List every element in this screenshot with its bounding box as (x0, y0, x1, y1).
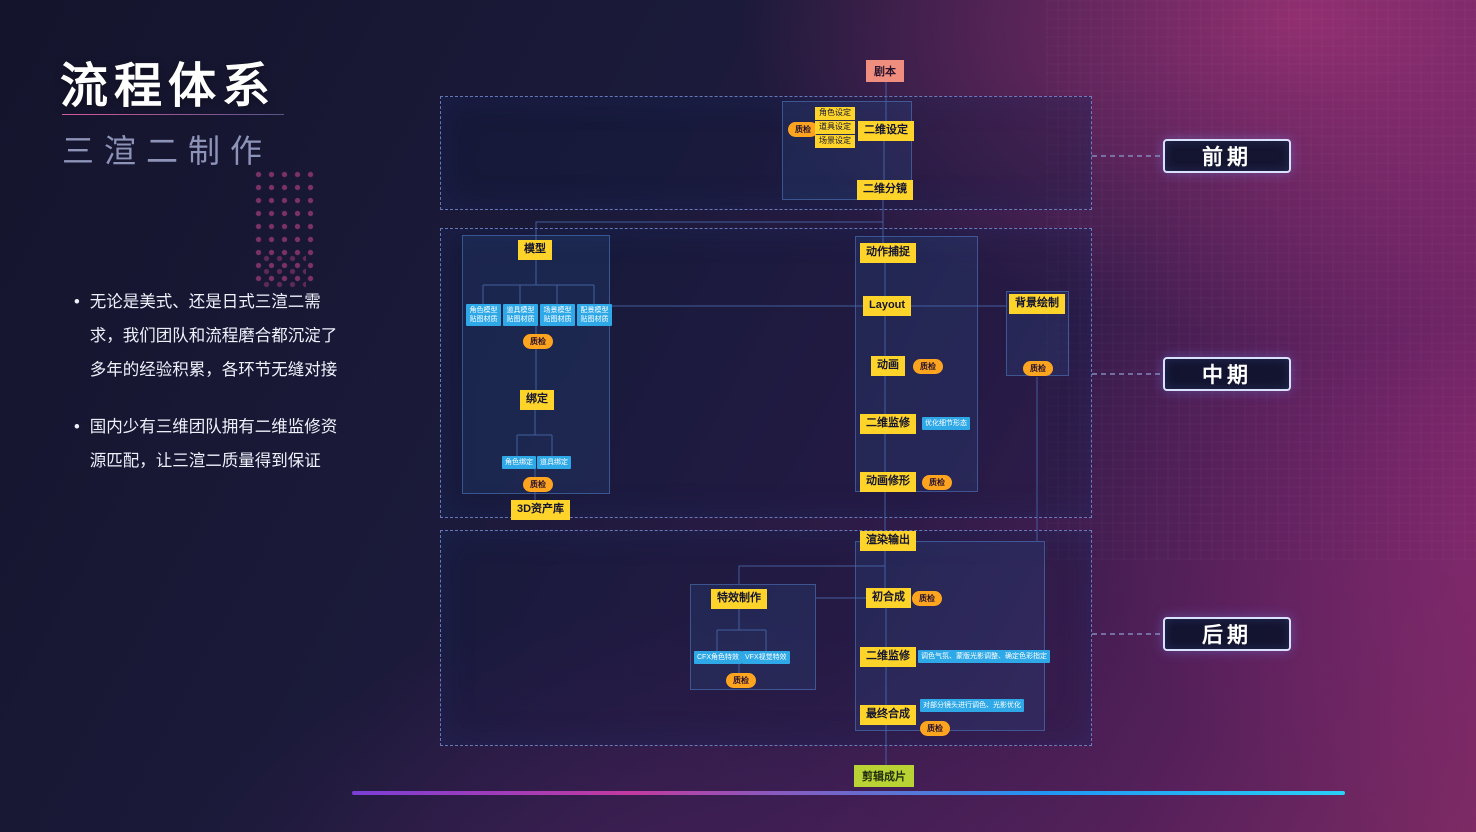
phase-early-box (440, 96, 1092, 210)
intro-text: • 无论是美式、还是日式三渲二需求，我们团队和流程磨合都沉淀了多年的经验积累，各… (74, 286, 350, 503)
page-subtitle: 三渲二制作 (62, 133, 273, 169)
halftone-dots (260, 252, 306, 288)
model-panel (462, 235, 610, 494)
tag-character-design: 角色设定 (815, 107, 855, 120)
tag-prop-rig: 道具绑定 (537, 456, 571, 470)
node-script: 剧本 (866, 60, 904, 82)
phase-mid-box (440, 228, 1092, 518)
bullet-point: • 国内少有三维团队拥有二维监修资源匹配，让三渲二质量得到保证 (74, 411, 350, 479)
tag-detail-optimization: 优化细节形态 (922, 417, 970, 431)
node-motion-capture: 动作捕捉 (860, 243, 916, 263)
node-animation-fix: 动画修形 (860, 472, 916, 492)
city-texture (1046, 0, 1476, 560)
tag-prop-design: 道具设定 (815, 121, 855, 134)
node-rigging: 绑定 (520, 390, 554, 410)
tag-setdressing-model: 配景模型贴图材质 (577, 304, 612, 327)
qc-badge: 质检 (726, 673, 756, 688)
qc-badge: 质检 (788, 122, 818, 137)
qc-badge: 质检 (920, 721, 950, 736)
bullet-point: • 无论是美式、还是日式三渲二需求，我们团队和流程磨合都沉淀了多年的经验积累，各… (74, 286, 350, 387)
title-divider (62, 114, 284, 115)
node-final-composite: 最终合成 (860, 705, 916, 725)
node-2d-supervision-late: 二维监修 (860, 647, 916, 667)
node-final-cut: 剪辑成片 (854, 765, 914, 787)
tag-character-rig: 角色绑定 (502, 456, 536, 470)
page-title: 流程体系 (60, 60, 277, 113)
tag-cfx: CFX角色特效 (694, 651, 742, 665)
tag-prop-model: 道具模型贴图材质 (503, 304, 538, 327)
bullet-marker: • (74, 418, 80, 437)
bullet-marker: • (74, 293, 80, 311)
node-2d-supervision-mid: 二维监修 (860, 414, 916, 434)
tag-final-composite-note: 对部分镜头进行调色、光影优化 (920, 699, 1024, 713)
bullet-text: 国内少有三维团队拥有二维监修资源匹配，让三渲二质量得到保证 (89, 418, 338, 471)
stage-label-late: 后期 (1163, 617, 1291, 651)
qc-badge: 质检 (1023, 361, 1053, 376)
stage-label-early: 前期 (1163, 139, 1291, 173)
node-3d-asset-library: 3D资产库 (511, 500, 571, 520)
qc-badge: 质检 (922, 475, 952, 490)
stage-label-mid: 中期 (1163, 357, 1291, 391)
node-vfx-production: 特效制作 (711, 589, 767, 609)
tag-scene-design: 场景设定 (815, 135, 855, 148)
accent-gradient-bar (352, 791, 1345, 795)
node-animation: 动画 (871, 356, 905, 376)
node-2d-design: 二维设定 (858, 121, 914, 141)
qc-badge: 质检 (913, 359, 943, 374)
qc-badge: 质检 (523, 477, 553, 492)
halftone-dots (252, 168, 318, 286)
qc-badge: 质检 (912, 591, 942, 606)
node-model: 模型 (518, 240, 552, 260)
node-render-output: 渲染输出 (860, 531, 916, 551)
qc-badge: 质检 (523, 334, 553, 349)
node-layout: Layout (863, 296, 912, 316)
tag-vfx: VFX视觉特效 (742, 651, 790, 665)
bullet-text: 无论是美式、还是日式三渲二需求，我们团队和流程磨合都沉淀了多年的经验积累，各环节… (89, 293, 338, 379)
tag-color-supervision-note: 调色气氛、蒙版光影调整、确定色彩指定 (918, 650, 1050, 664)
node-background-painting: 背景绘制 (1009, 294, 1065, 314)
tag-character-model: 角色模型贴图材质 (466, 304, 501, 327)
node-initial-composite: 初合成 (866, 588, 911, 608)
tag-scene-model: 场景模型贴图材质 (540, 304, 575, 327)
node-2d-storyboard: 二维分镜 (857, 180, 913, 200)
